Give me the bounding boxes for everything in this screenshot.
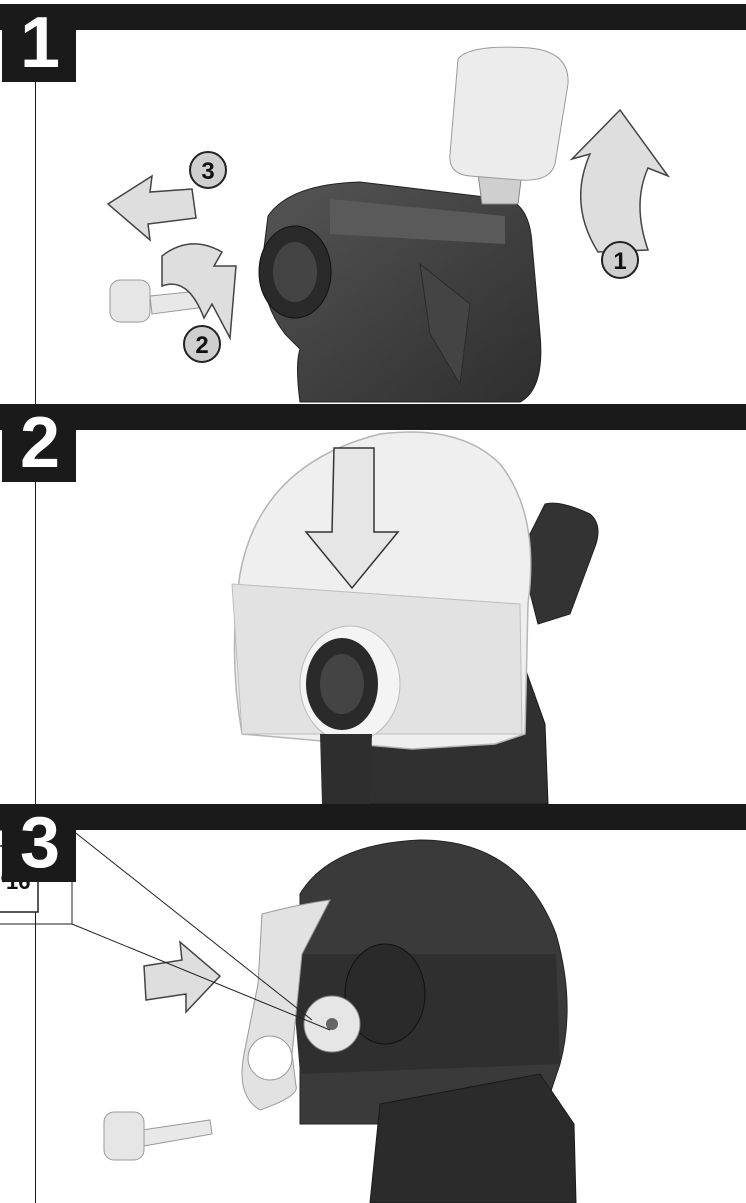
- callout-2: 2: [184, 326, 220, 362]
- screw: [104, 1112, 212, 1160]
- flange: [304, 996, 360, 1052]
- step-2-panel: 2: [0, 404, 746, 804]
- callout-3: 3: [190, 152, 226, 188]
- step-3-illustration: 16: [0, 804, 746, 1203]
- step-1-panel: 1 2 3 1: [0, 4, 746, 404]
- tool-body: [259, 182, 541, 402]
- step-2-number: 2: [2, 404, 76, 482]
- step-2-bar: [0, 404, 746, 430]
- step-3-panel: 16 3: [0, 804, 746, 1203]
- lever: [450, 47, 568, 204]
- right-arrow-icon: [144, 942, 220, 1012]
- callout-2-label: 2: [195, 332, 208, 359]
- curved-arrow-icon: [572, 110, 668, 252]
- step-3-bar: [0, 804, 746, 830]
- step-2-illustration: [0, 404, 746, 804]
- step-1-bar: [0, 4, 746, 30]
- step-3-number: 3: [2, 804, 76, 882]
- lever: [520, 503, 598, 624]
- step-1-number: 1: [2, 4, 76, 82]
- callout-1: 1: [602, 242, 638, 278]
- step-1-illustration: 1 2 3: [0, 4, 746, 404]
- curved-arrow-icon: [162, 244, 236, 338]
- callout-3-label: 3: [201, 158, 214, 185]
- callout-1-label: 1: [613, 248, 626, 275]
- left-arrow-icon: [108, 176, 196, 240]
